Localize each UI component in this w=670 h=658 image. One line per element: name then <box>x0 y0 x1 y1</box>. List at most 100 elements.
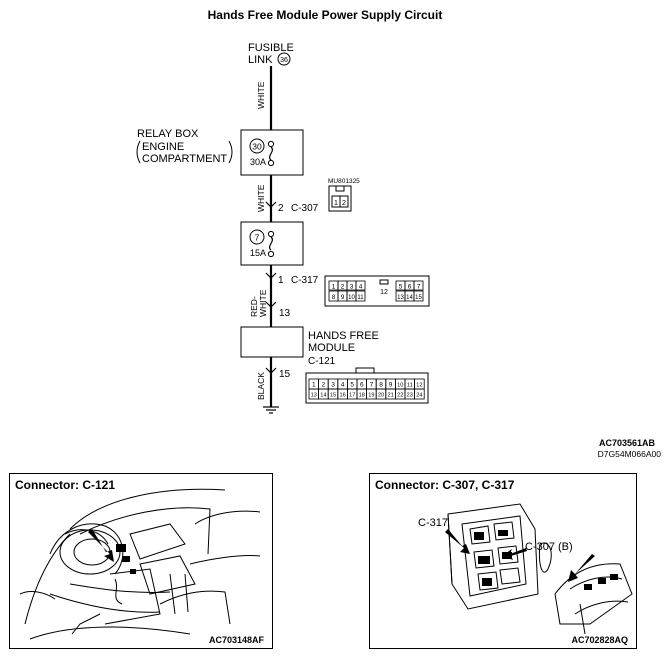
c317-cell-4: 4 <box>359 284 363 291</box>
c121-cell-19: 19 <box>368 393 374 399</box>
connector-c121-key <box>355 367 375 374</box>
connector-c317-body <box>324 275 430 307</box>
c121-cell-17: 17 <box>349 393 355 399</box>
panel-right-label-c317: C-317 <box>418 517 448 529</box>
diagram-title: Hands Free Module Power Supply Circuit <box>208 8 443 22</box>
c121-cell-2: 2 <box>322 382 326 389</box>
fuse7-terminal-top <box>267 230 275 238</box>
connector-mu-pin-1: 1 <box>334 200 338 207</box>
c121-cell-20: 20 <box>378 393 384 399</box>
fuse7-number: 7 <box>255 233 260 243</box>
connector-c121-panel: Connector: C-121 AC703148AF <box>9 473 273 649</box>
pointer-arrow-right <box>568 554 595 582</box>
module-pin13-mark <box>265 301 277 308</box>
c317-label: C-317 <box>291 275 319 286</box>
wire-color-white-lower: WHITE <box>258 289 268 317</box>
fuse30-number-circle <box>249 138 265 154</box>
c317-cell-6: 6 <box>408 284 412 291</box>
c121-cell-15: 15 <box>330 393 336 399</box>
module-label-1: HANDS FREE <box>308 330 379 342</box>
c317-cell-9: 9 <box>341 294 345 301</box>
fuse7-box <box>240 221 304 266</box>
module-pin-13: 13 <box>279 308 291 319</box>
connector-mu-code: MU801325 <box>328 178 360 185</box>
c121-cell-24: 24 <box>416 393 422 399</box>
c121-cell-13: 13 <box>311 393 317 399</box>
c317-cell-3: 3 <box>350 284 354 291</box>
c317-junction-mark <box>265 272 277 279</box>
connector-mu-key <box>335 185 345 192</box>
connector-c307-c317-panel: C-317 C-307 (B) Connector: C-307, C-317 … <box>369 473 637 649</box>
c317-cell-1: 1 <box>332 284 336 291</box>
c121-cell-4: 4 <box>341 382 345 389</box>
ground-symbol <box>263 406 279 414</box>
relay-box-label: RELAY BOX <box>137 128 199 140</box>
c121-cell-10: 10 <box>397 383 403 389</box>
c121-cell-7: 7 <box>370 382 374 389</box>
connector-c121 <box>305 367 429 404</box>
fusible-link-label: FUSIBLE <box>248 42 294 54</box>
fuse7-terminal-bottom <box>267 250 275 258</box>
c121-cell-6: 6 <box>360 382 364 389</box>
connector-mu-pin-2: 2 <box>342 200 346 207</box>
c121-cell-14: 14 <box>320 393 326 399</box>
c121-cell-11: 11 <box>407 383 413 389</box>
connector-c317: 1 2 3 4 12 5 6 7 8 9 10 11 13 14 15 <box>324 275 430 307</box>
c317-cell-11: 11 <box>357 295 364 301</box>
c317-pin-number: 1 <box>278 275 284 286</box>
hands-free-module-box <box>240 326 304 358</box>
c121-cell-9: 9 <box>389 382 393 389</box>
c317-cell-5: 5 <box>399 284 403 291</box>
relay-box-label-3: COMPARTMENT <box>142 153 227 165</box>
fuse7-element <box>268 236 274 251</box>
panel-right-title: Connector: C-307, C-317 <box>375 478 515 492</box>
fuse30-terminal-top <box>267 140 275 148</box>
dashboard-illustration <box>19 488 261 640</box>
wire-color-red: RED- <box>249 296 259 317</box>
c121-cell-22: 22 <box>397 393 403 399</box>
relay-box-bracket-left <box>136 140 141 164</box>
relay-box-illustration: C-317 C-307 (B) <box>418 503 633 635</box>
c317-cell-10: 10 <box>348 295 355 301</box>
fuse30-terminal-bottom <box>267 159 275 167</box>
pointer-arrow <box>88 529 114 562</box>
fusible-link-number-circle <box>277 52 291 66</box>
fusible-link-label-2: LINK <box>248 54 273 66</box>
c307-pin-number: 2 <box>278 203 284 214</box>
module-pin-15: 15 <box>279 369 291 380</box>
module-connector-label: C-121 <box>308 356 336 367</box>
c121-cell-8: 8 <box>379 382 383 389</box>
figure-code-1: AC703561AB <box>599 438 656 448</box>
fuse7-number-circle <box>249 229 265 245</box>
panel-left-title: Connector: C-121 <box>15 478 116 492</box>
c121-cell-1: 1 <box>312 382 316 389</box>
c307-label: C-307 <box>291 203 319 214</box>
wire-color-white-top: WHITE <box>256 81 266 109</box>
relay-box-bracket-right <box>228 140 233 164</box>
wire-color-black: BLACK <box>256 372 266 400</box>
c121-cell-3: 3 <box>331 382 335 389</box>
fuse30-element <box>268 146 274 161</box>
fuse7-rating: 15A <box>250 248 266 258</box>
wire-color-white-mid: WHITE <box>256 184 266 212</box>
panel-right-code: AC702828AQ <box>571 635 628 645</box>
fuse30-rating: 30A <box>250 157 266 167</box>
c307-junction-mark <box>265 201 277 208</box>
c121-cell-21: 21 <box>387 393 393 399</box>
fusible-link-number: 36 <box>280 57 288 64</box>
c121-cell-18: 18 <box>359 393 365 399</box>
c121-cell-box <box>414 388 425 400</box>
c121-cell-23: 23 <box>407 393 413 399</box>
module-label-2: MODULE <box>308 342 355 354</box>
c317-cell-12: 12 <box>380 289 388 296</box>
relay-box-label-2: ENGINE <box>142 141 184 153</box>
c317-cell-8: 8 <box>332 294 336 301</box>
c121-cell-12: 12 <box>416 383 422 389</box>
connector-c317-key <box>379 279 389 285</box>
panel-left-code: AC703148AF <box>208 635 264 645</box>
c317-cell-7: 7 <box>417 284 421 291</box>
pointer-arrow-c307 <box>502 548 527 560</box>
pointer-arrow-c317 <box>445 529 470 554</box>
c317-cell-15: 15 <box>415 295 422 301</box>
